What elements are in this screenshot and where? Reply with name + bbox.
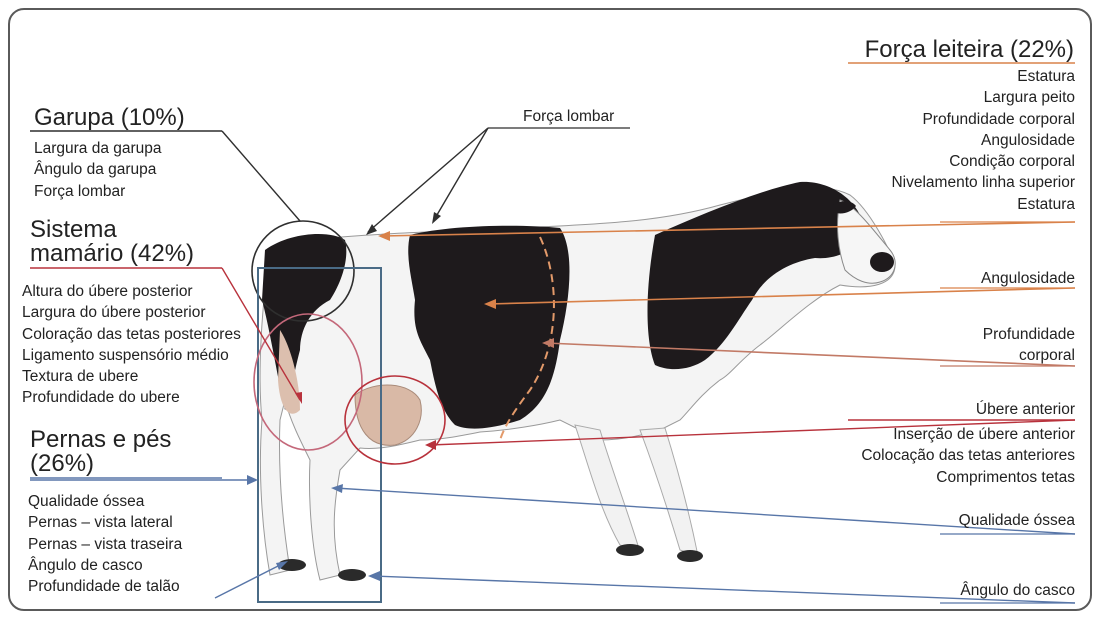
callout-ubere-item: Comprimentos tetas [861,467,1075,488]
callout-profundidade-corporal: Profundidade corporal [983,324,1075,366]
forca-list: Estatura Largura peito Profundidade corp… [891,66,1075,215]
forca-item: Largura peito [891,87,1075,108]
sistema-item: Ligamento suspensório médio [22,345,241,366]
pernas-item: Pernas – vista traseira [28,534,182,555]
garupa-item: Força lombar [34,181,162,202]
pernas-list: Qualidade óssea Pernas – vista lateral P… [28,491,182,597]
pernas-title-line1: Pernas e pés [30,428,171,452]
forca-item: Angulosidade [891,130,1075,151]
callout-angulosidade: Angulosidade [981,270,1075,288]
callout-forca-lombar: Força lombar [523,108,614,126]
sistema-title-line2: mamário (42%) [30,242,194,266]
forca-item: Nivelamento linha superior [891,172,1075,193]
garupa-item: Largura da garupa [34,138,162,159]
sistema-item: Profundidade do ubere [22,387,241,408]
forca-item: Estatura [891,66,1075,87]
callout-profundidade-line1: Profundidade [983,324,1075,345]
sistema-item: Largura do úbere posterior [22,302,241,323]
pernas-item: Ângulo de casco [28,555,182,576]
sistema-item: Altura do úbere posterior [22,281,241,302]
forca-item: Estatura [891,194,1075,215]
cow-illustration [260,182,895,581]
pernas-item: Pernas – vista lateral [28,512,182,533]
garupa-list: Largura da garupa Ângulo da garupa Força… [34,138,162,202]
pernas-title-line2: (26%) [30,452,171,476]
forca-title: Força leiteira (22%) [865,36,1074,64]
callout-angulo-casco: Ângulo do casco [960,582,1075,600]
pernas-item: Qualidade óssea [28,491,182,512]
garupa-title: Garupa (10%) [34,104,185,132]
garupa-item: Ângulo da garupa [34,159,162,180]
callout-ubere-anterior: Úbere anterior [976,401,1075,419]
sistema-list: Altura do úbere posterior Largura do úbe… [22,281,241,409]
callout-ubere-item: Inserção de úbere anterior [861,424,1075,445]
sistema-item: Coloração das tetas posteriores [22,324,241,345]
sistema-item: Textura de ubere [22,366,241,387]
sistema-title: Sistema mamário (42%) [30,218,194,266]
callout-ubere-list: Inserção de úbere anterior Colocação das… [861,424,1075,488]
forca-item: Condição corporal [891,151,1075,172]
callout-profundidade-line2: corporal [983,345,1075,366]
pernas-item: Profundidade de talão [28,576,182,597]
forca-item: Profundidade corporal [891,109,1075,130]
callout-ubere-item: Colocação das tetas anteriores [861,445,1075,466]
pernas-title: Pernas e pés (26%) [30,428,171,476]
callout-qualidade-ossea: Qualidade óssea [959,512,1075,530]
sistema-title-line1: Sistema [30,218,194,242]
